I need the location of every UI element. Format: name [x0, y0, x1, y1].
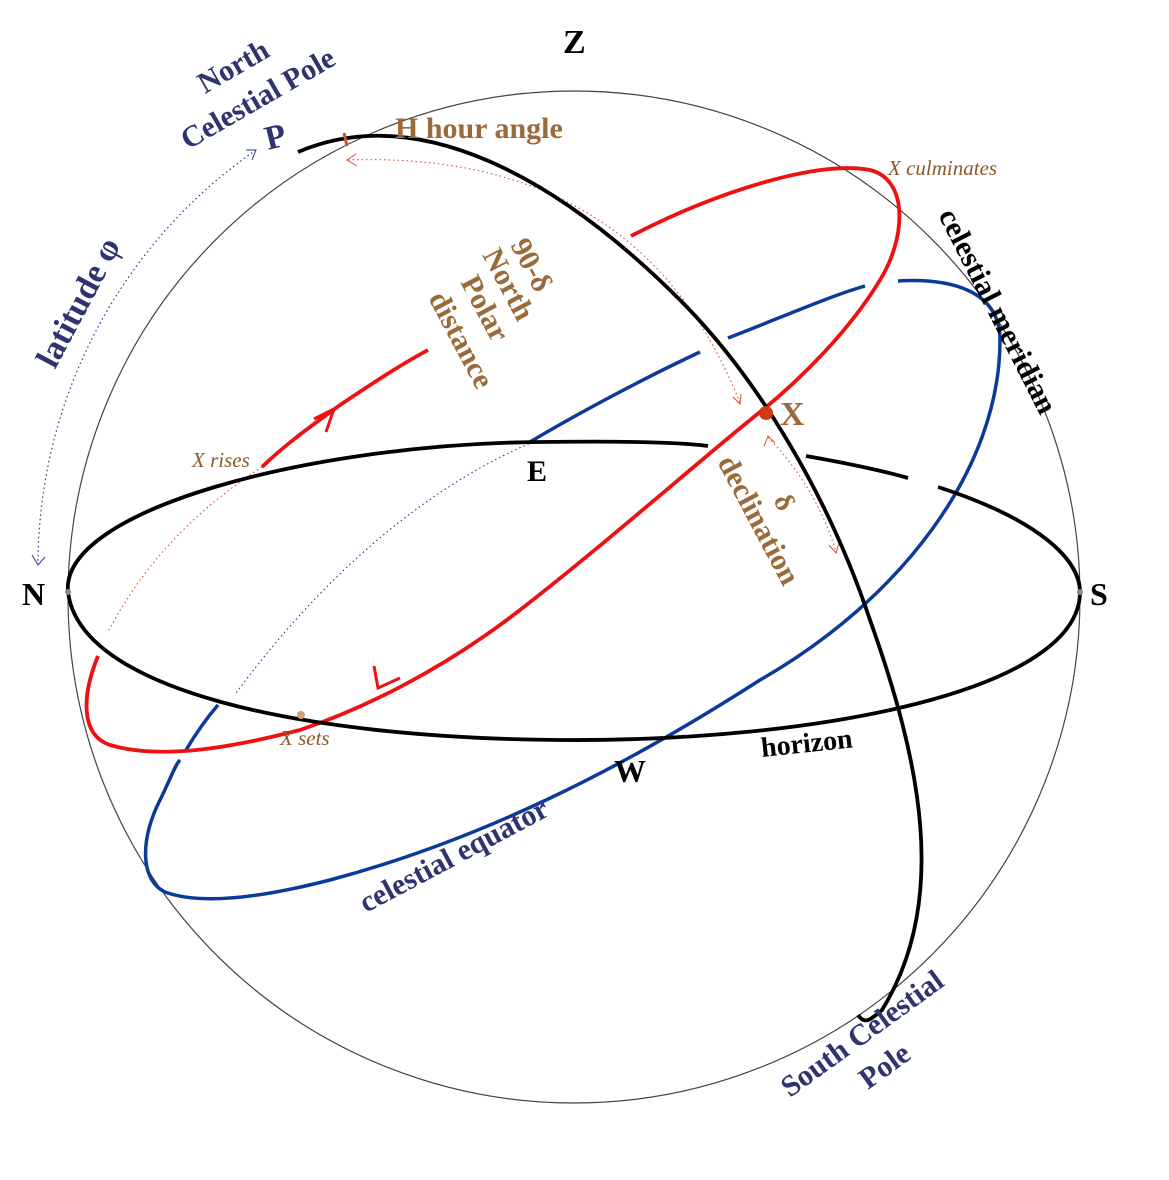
south-label: S [1090, 576, 1108, 612]
star-diurnal-path [84, 166, 902, 754]
star-path-hidden [107, 466, 263, 633]
latitude-arc [37, 149, 257, 564]
equator-hidden [235, 441, 534, 694]
celestial-equator-segment [529, 350, 701, 444]
west-label: W [614, 753, 646, 789]
declination-label: declination [711, 450, 807, 591]
horizon-circle-segment [805, 454, 909, 480]
celestial-equator-segment [184, 703, 220, 751]
hour-angle-tick [342, 132, 349, 147]
polar-distance-arc [347, 159, 741, 404]
south-point-dot [1077, 589, 1083, 595]
declination-arrowhead-bottom [828, 542, 840, 555]
celestial-meridian-label: celestial meridian [932, 203, 1064, 419]
latitude-arrowhead-top [246, 149, 257, 161]
east-label: E [527, 455, 547, 488]
arrowhead-icon [372, 665, 401, 691]
zenith-label: Z [563, 24, 586, 61]
north-label: N [22, 576, 45, 612]
celestial-equator-segment [143, 278, 1002, 901]
pole-label: P [261, 117, 290, 158]
declination-arrowhead-top [763, 435, 776, 447]
polar-distance-arrowhead-bottom [732, 393, 742, 406]
latitude-label: latitude φ [29, 232, 128, 374]
star-x-dot [759, 406, 773, 420]
horizon-circle [66, 439, 709, 593]
hour-angle-label: H hour angle [395, 112, 563, 145]
horizon-circle-segment [66, 485, 1082, 742]
sets-label: X sets [279, 726, 330, 750]
celestial-equator-label: celestial equator [354, 792, 554, 919]
culminates-label: X culminates [887, 156, 997, 180]
star-label: X [780, 396, 805, 433]
latitude-arrowhead-bottom [31, 554, 46, 566]
star-diurnal-path-segment [260, 348, 429, 469]
arrowhead-icon [313, 406, 337, 433]
north-point-dot [65, 589, 71, 595]
polar-distance-arrowhead-top [346, 153, 358, 167]
set-point-dot [297, 711, 305, 719]
celestial-equator [727, 284, 866, 340]
celestial-sphere [67, 90, 1081, 1104]
celestial-meridian [297, 134, 924, 1023]
rises-label: X rises [191, 448, 250, 472]
